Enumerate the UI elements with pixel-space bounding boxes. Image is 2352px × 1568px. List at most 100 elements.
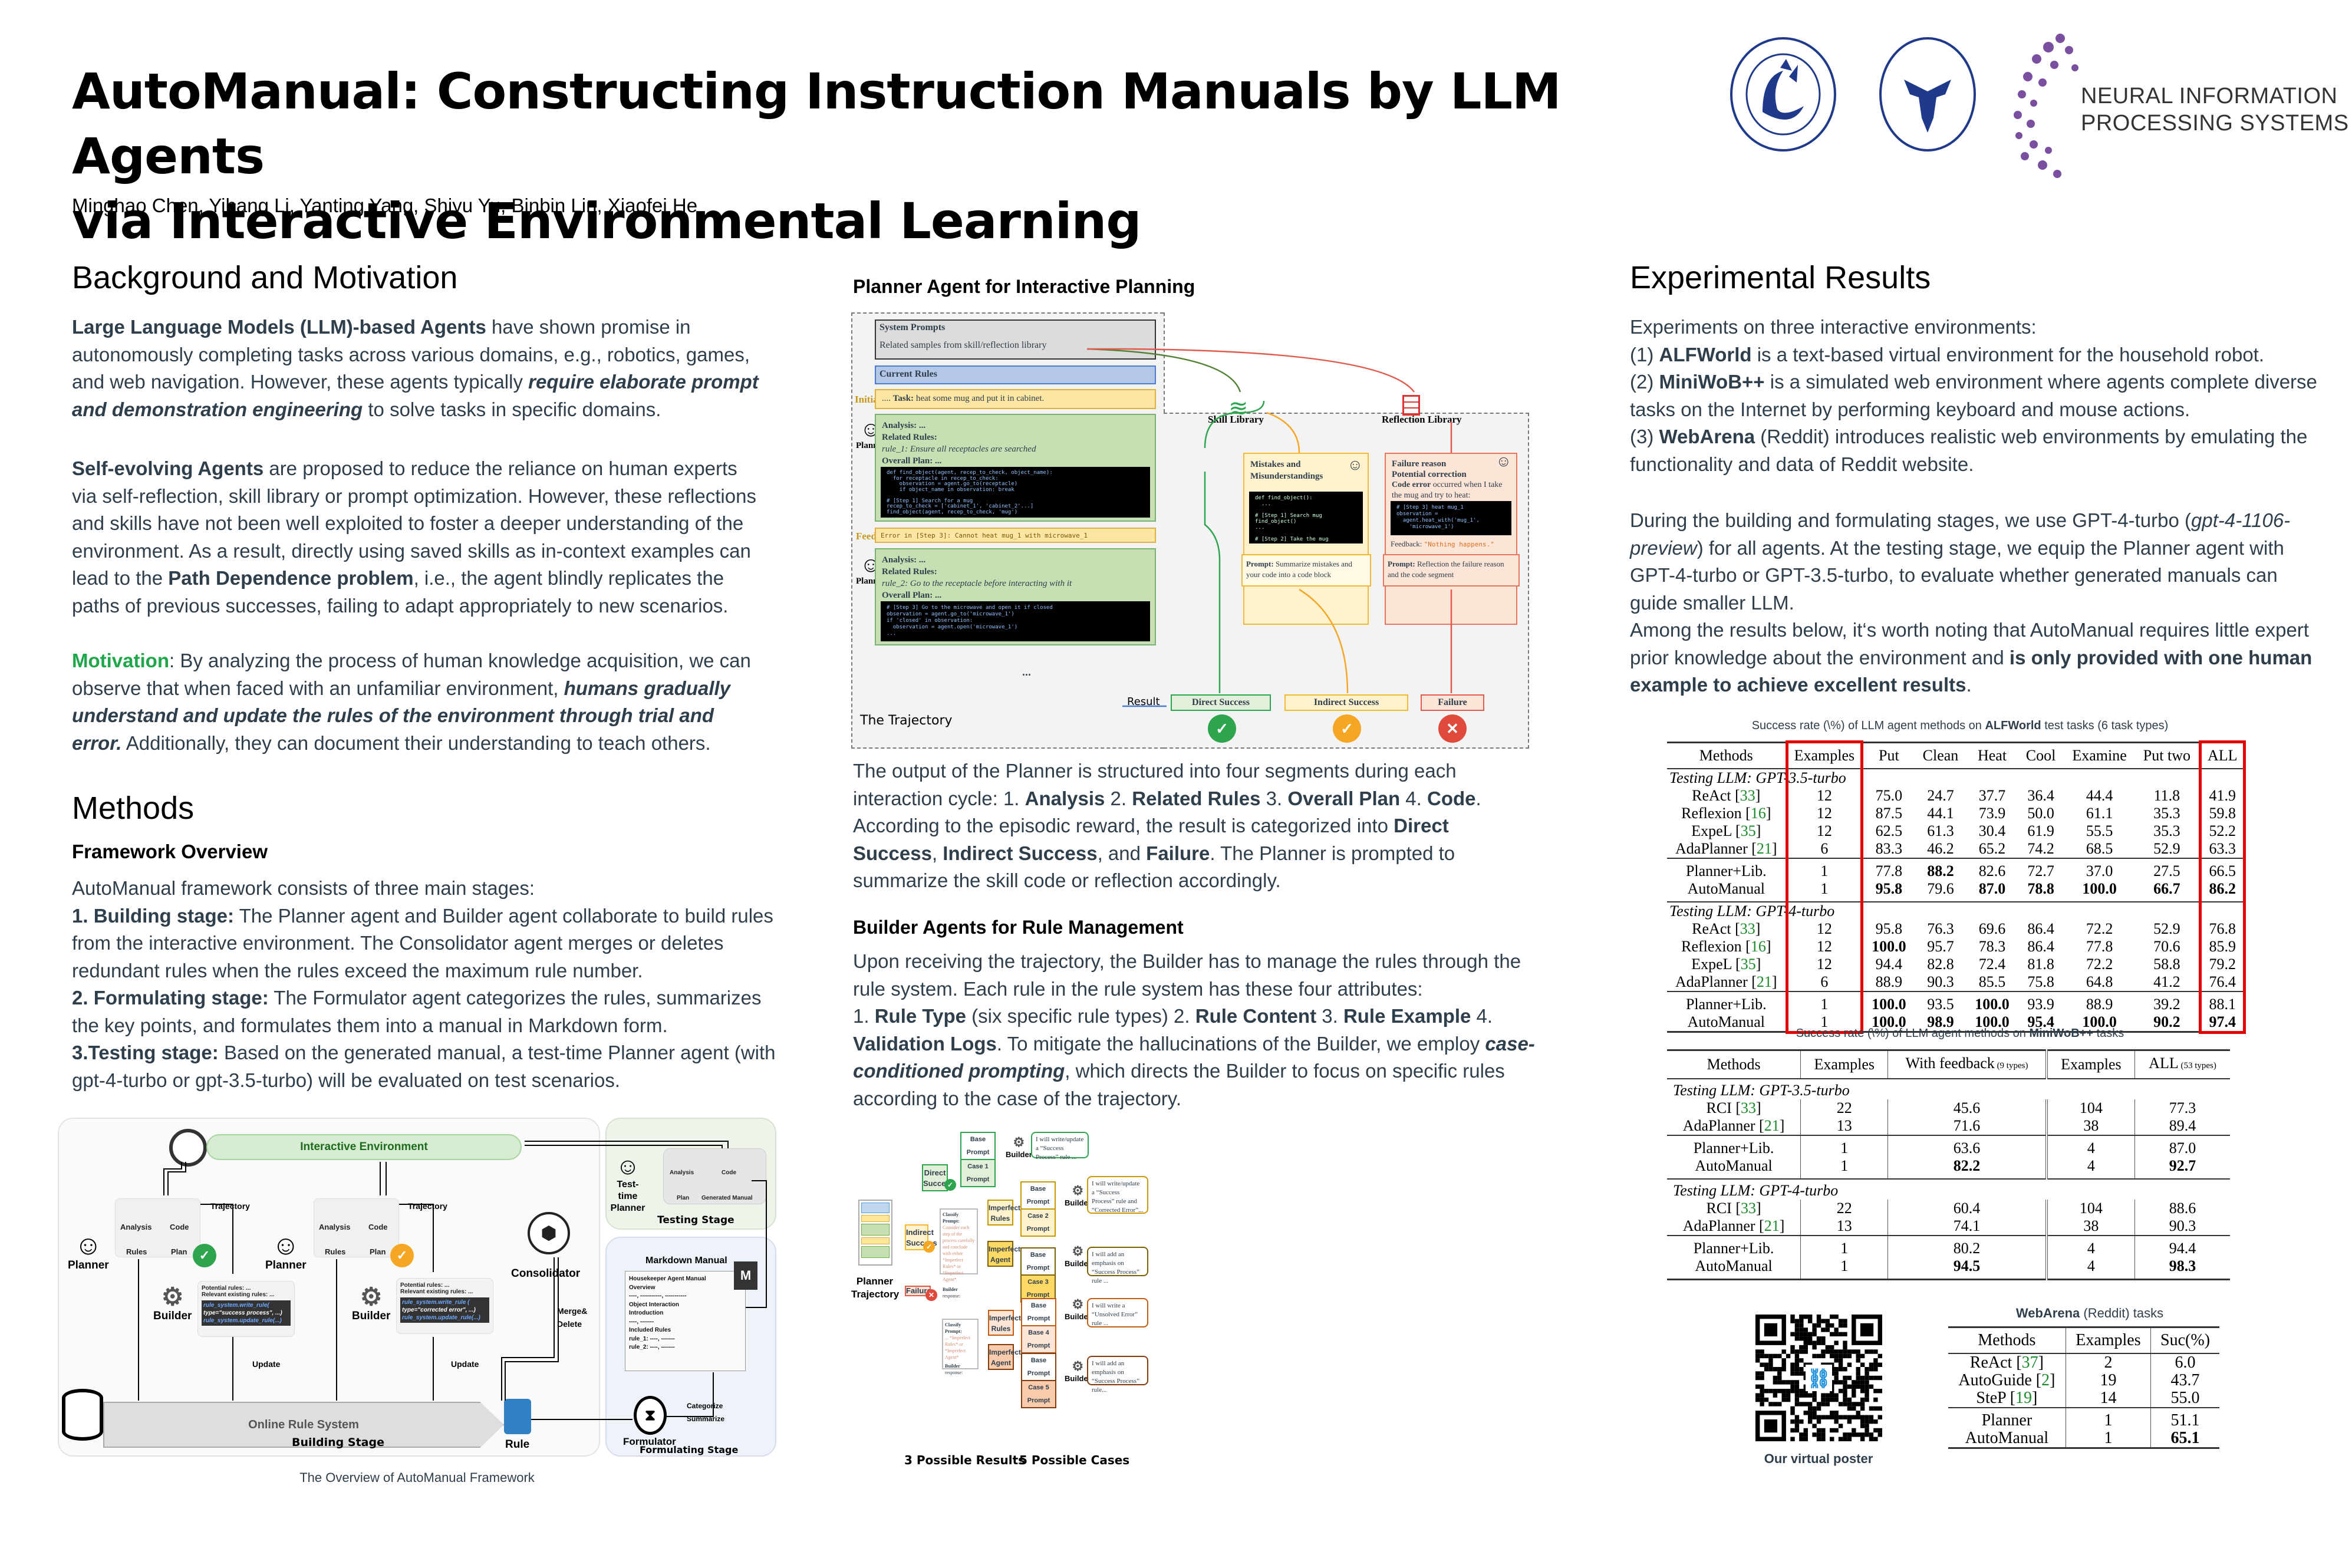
gear-wrench-icon: ⚙ <box>1013 1135 1025 1149</box>
method-name: Planner <box>1981 1411 2033 1429</box>
imperfect-rules-box-1: Imperfect Rules <box>987 1200 1020 1226</box>
related-rules-line: Related Rules: <box>882 431 1149 443</box>
update-label: Update <box>252 1359 281 1369</box>
planner-code-2: # [Step 3] Go to the microwave and open … <box>881 601 1150 641</box>
column-header: With feedback (9 types) <box>1887 1049 2047 1079</box>
qr-module <box>1799 1332 1804 1337</box>
builder-response-5: I will add an emphasis on “Success Proce… <box>1087 1356 1148 1394</box>
column-header: ALL (53 types) <box>2134 1049 2230 1079</box>
value-cell: 52.9 <box>2153 920 2180 937</box>
method-cell: AutoManual <box>1667 880 1786 902</box>
framework-arrows <box>138 1141 767 1420</box>
method-cell: ExpeL [35] <box>1691 822 1761 839</box>
value-cell: 4 <box>2045 1157 2135 1179</box>
qr-module <box>1781 1366 1786 1372</box>
qr-module <box>1760 1384 1764 1389</box>
qr-module <box>1843 1380 1847 1385</box>
qr-module <box>1834 1419 1839 1424</box>
column-header: Suc(%) <box>2150 1326 2219 1354</box>
gear-wrench-icon: ⚙ <box>1072 1359 1084 1373</box>
qr-module <box>1838 1380 1843 1385</box>
qr-module <box>1838 1332 1843 1337</box>
value-cell: 66.5 <box>2198 858 2246 880</box>
related-rules-line: Related Rules: <box>882 566 1149 578</box>
qr-module <box>1807 1332 1813 1337</box>
qr-finder <box>1860 1323 1874 1337</box>
qr-module <box>1790 1315 1795 1319</box>
method-name: Reflexion <box>1681 805 1742 822</box>
builder-response: Builder response: <box>943 1286 975 1299</box>
qr-module <box>1803 1393 1808 1398</box>
value-cell: 46.2 <box>1927 840 1954 857</box>
qr-module <box>1856 1349 1860 1354</box>
failure-box: Failure <box>1421 694 1484 711</box>
bold-term: Related Rules <box>1132 787 1261 809</box>
value-cell: 80.2 <box>1887 1235 2047 1257</box>
qr-module <box>1843 1319 1847 1323</box>
value-cell: 35.3 <box>2153 805 2180 822</box>
value-cell: 41.9 <box>2198 787 2246 805</box>
code-line: type="corrected error", ...) <box>402 1307 476 1313</box>
bold-value: 87.0 <box>1978 880 2006 897</box>
bold-term: Analysis <box>1025 787 1105 809</box>
check-icon: ✓ <box>193 1244 216 1267</box>
qr-module <box>1812 1327 1817 1332</box>
qr-module <box>1865 1384 1869 1389</box>
qr-module <box>1843 1415 1847 1419</box>
head-icon: ☺ <box>272 1230 300 1260</box>
imperfect-agent-box-2: Imperfect Agent <box>988 1344 1021 1370</box>
method-name: Planner+Lib. <box>1685 862 1767 879</box>
qr-code[interactable]: ⛓ <box>1755 1315 1882 1441</box>
method-cell: AdaPlanner [21] <box>1675 840 1777 857</box>
qr-module <box>1865 1432 1869 1437</box>
qr-module <box>1799 1315 1804 1319</box>
method-cell: Planner+Lib. <box>1667 1235 1801 1257</box>
bold-value: 82.2 <box>1953 1157 1981 1174</box>
qr-module <box>1799 1393 1804 1398</box>
qr-module <box>1760 1389 1764 1394</box>
citation-ref: 33 <box>1740 920 1755 937</box>
text-span: (six specific rule types) 2. <box>966 1005 1195 1027</box>
qr-module <box>1860 1380 1865 1385</box>
markdown-icon: M <box>734 1261 757 1290</box>
manual-line: ----, -----------, ----------- <box>629 1293 687 1299</box>
citation-ref: 33 <box>1741 1099 1756 1116</box>
qr-module <box>1803 1349 1808 1354</box>
value-cell: 87.0 <box>2134 1135 2230 1157</box>
text-span: . The Planner is prompted to summarize t… <box>853 842 1455 892</box>
qr-module <box>1799 1358 1804 1363</box>
overall-plan-line: Overall Plan: ... <box>882 455 1149 467</box>
manual-line: Object Interaction <box>629 1301 680 1308</box>
bold-term: Validation Logs <box>853 1032 997 1055</box>
qr-module <box>1807 1319 1813 1323</box>
head-icon: ☺ <box>615 1154 640 1180</box>
qr-module <box>1834 1415 1839 1419</box>
background-paragraph-1: Large Language Models (LLM)-based Agents… <box>72 314 767 423</box>
gear-wrench-icon: ⚙ <box>1072 1297 1084 1312</box>
value-cell: 77.8 <box>2086 938 2113 955</box>
qr-module <box>1812 1345 1817 1350</box>
env-text: is a text-based virtual environment for … <box>1751 343 2265 365</box>
builder-response-1: I will write/update a “Success Process” … <box>1031 1132 1089 1161</box>
qr-module <box>1860 1437 1865 1441</box>
value-cell: 52.9 <box>2153 840 2180 857</box>
qr-module <box>1834 1366 1839 1372</box>
builder-5: ⚙Builder <box>1065 1359 1091 1383</box>
qr-module <box>1816 1432 1821 1437</box>
method-cell: SteP [19] <box>1976 1389 2038 1407</box>
failure-text: occurred when I take the mug and try to … <box>1392 480 1503 500</box>
manual-line: ----, ------- <box>629 1318 654 1325</box>
method-cell: AutoManual <box>1667 1013 1786 1033</box>
value-cell: 82.6 <box>1966 858 2018 880</box>
qr-module <box>1834 1397 1839 1402</box>
qr-module <box>1781 1349 1786 1354</box>
qr-module <box>1865 1349 1869 1354</box>
qr-module <box>1821 1340 1826 1345</box>
markdown-manual-label: Markdown Manual <box>645 1256 727 1266</box>
qr-module <box>1825 1402 1830 1406</box>
text-span: , and <box>1097 842 1147 864</box>
case-prompt: Case 5 Prompt <box>1021 1381 1056 1408</box>
